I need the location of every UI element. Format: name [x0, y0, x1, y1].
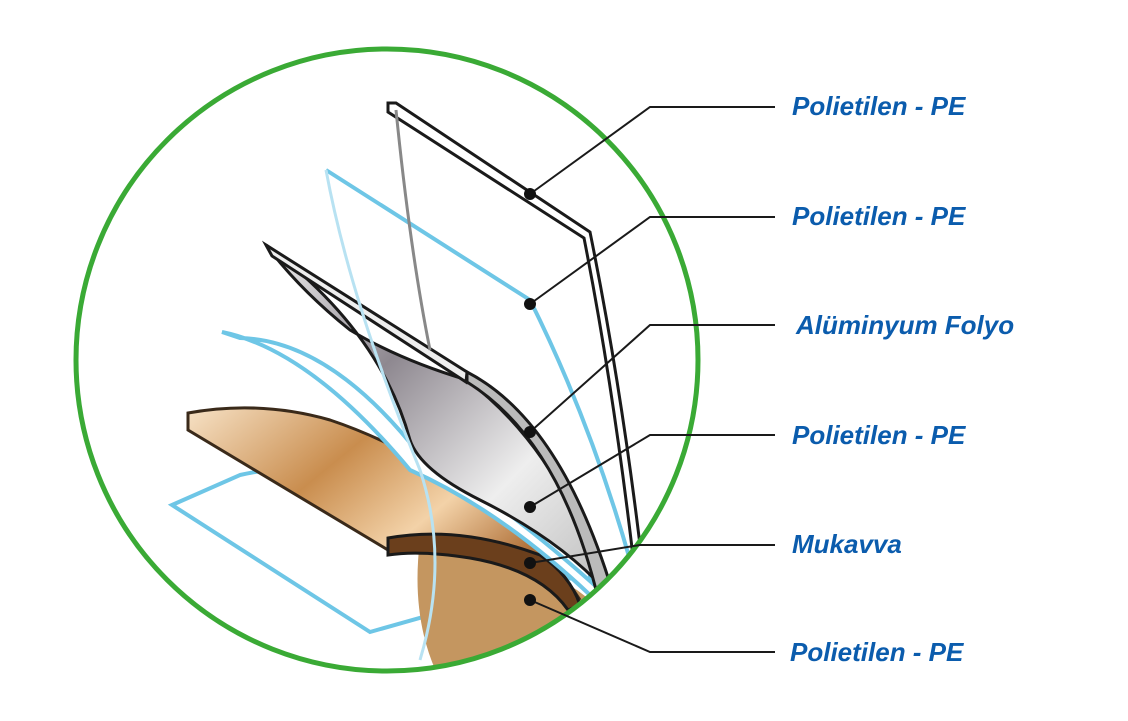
dot-4 — [524, 501, 536, 513]
zoom-circle — [73, 46, 701, 674]
label-polietilen-1: Polietilen - PE — [792, 91, 966, 121]
leader-line-4 — [529, 434, 775, 508]
pe-layer-2-curve — [324, 169, 437, 661]
dot-1 — [524, 188, 536, 200]
dot-3 — [524, 426, 536, 438]
leader-line-6 — [529, 599, 775, 653]
label-polietilen-2: Polietilen - PE — [792, 201, 966, 231]
leader-line-5 — [529, 544, 775, 564]
label-polietilen-3: Polietilen - PE — [792, 420, 966, 450]
dot-6 — [524, 594, 536, 606]
label-aluminyum-folyo: Alüminyum Folyo — [796, 310, 1015, 340]
dot-5 — [524, 557, 536, 569]
leader-line-1 — [529, 106, 775, 195]
label-mukavva: Mukavva — [792, 529, 902, 559]
leader-line-2 — [529, 216, 775, 305]
label-polietilen-4: Polietilen - PE — [790, 637, 964, 667]
leader-line-3 — [529, 324, 775, 433]
pe-layer-1-shadow — [394, 109, 432, 351]
pe-layer-2 — [324, 168, 632, 561]
dot-2 — [524, 298, 536, 310]
